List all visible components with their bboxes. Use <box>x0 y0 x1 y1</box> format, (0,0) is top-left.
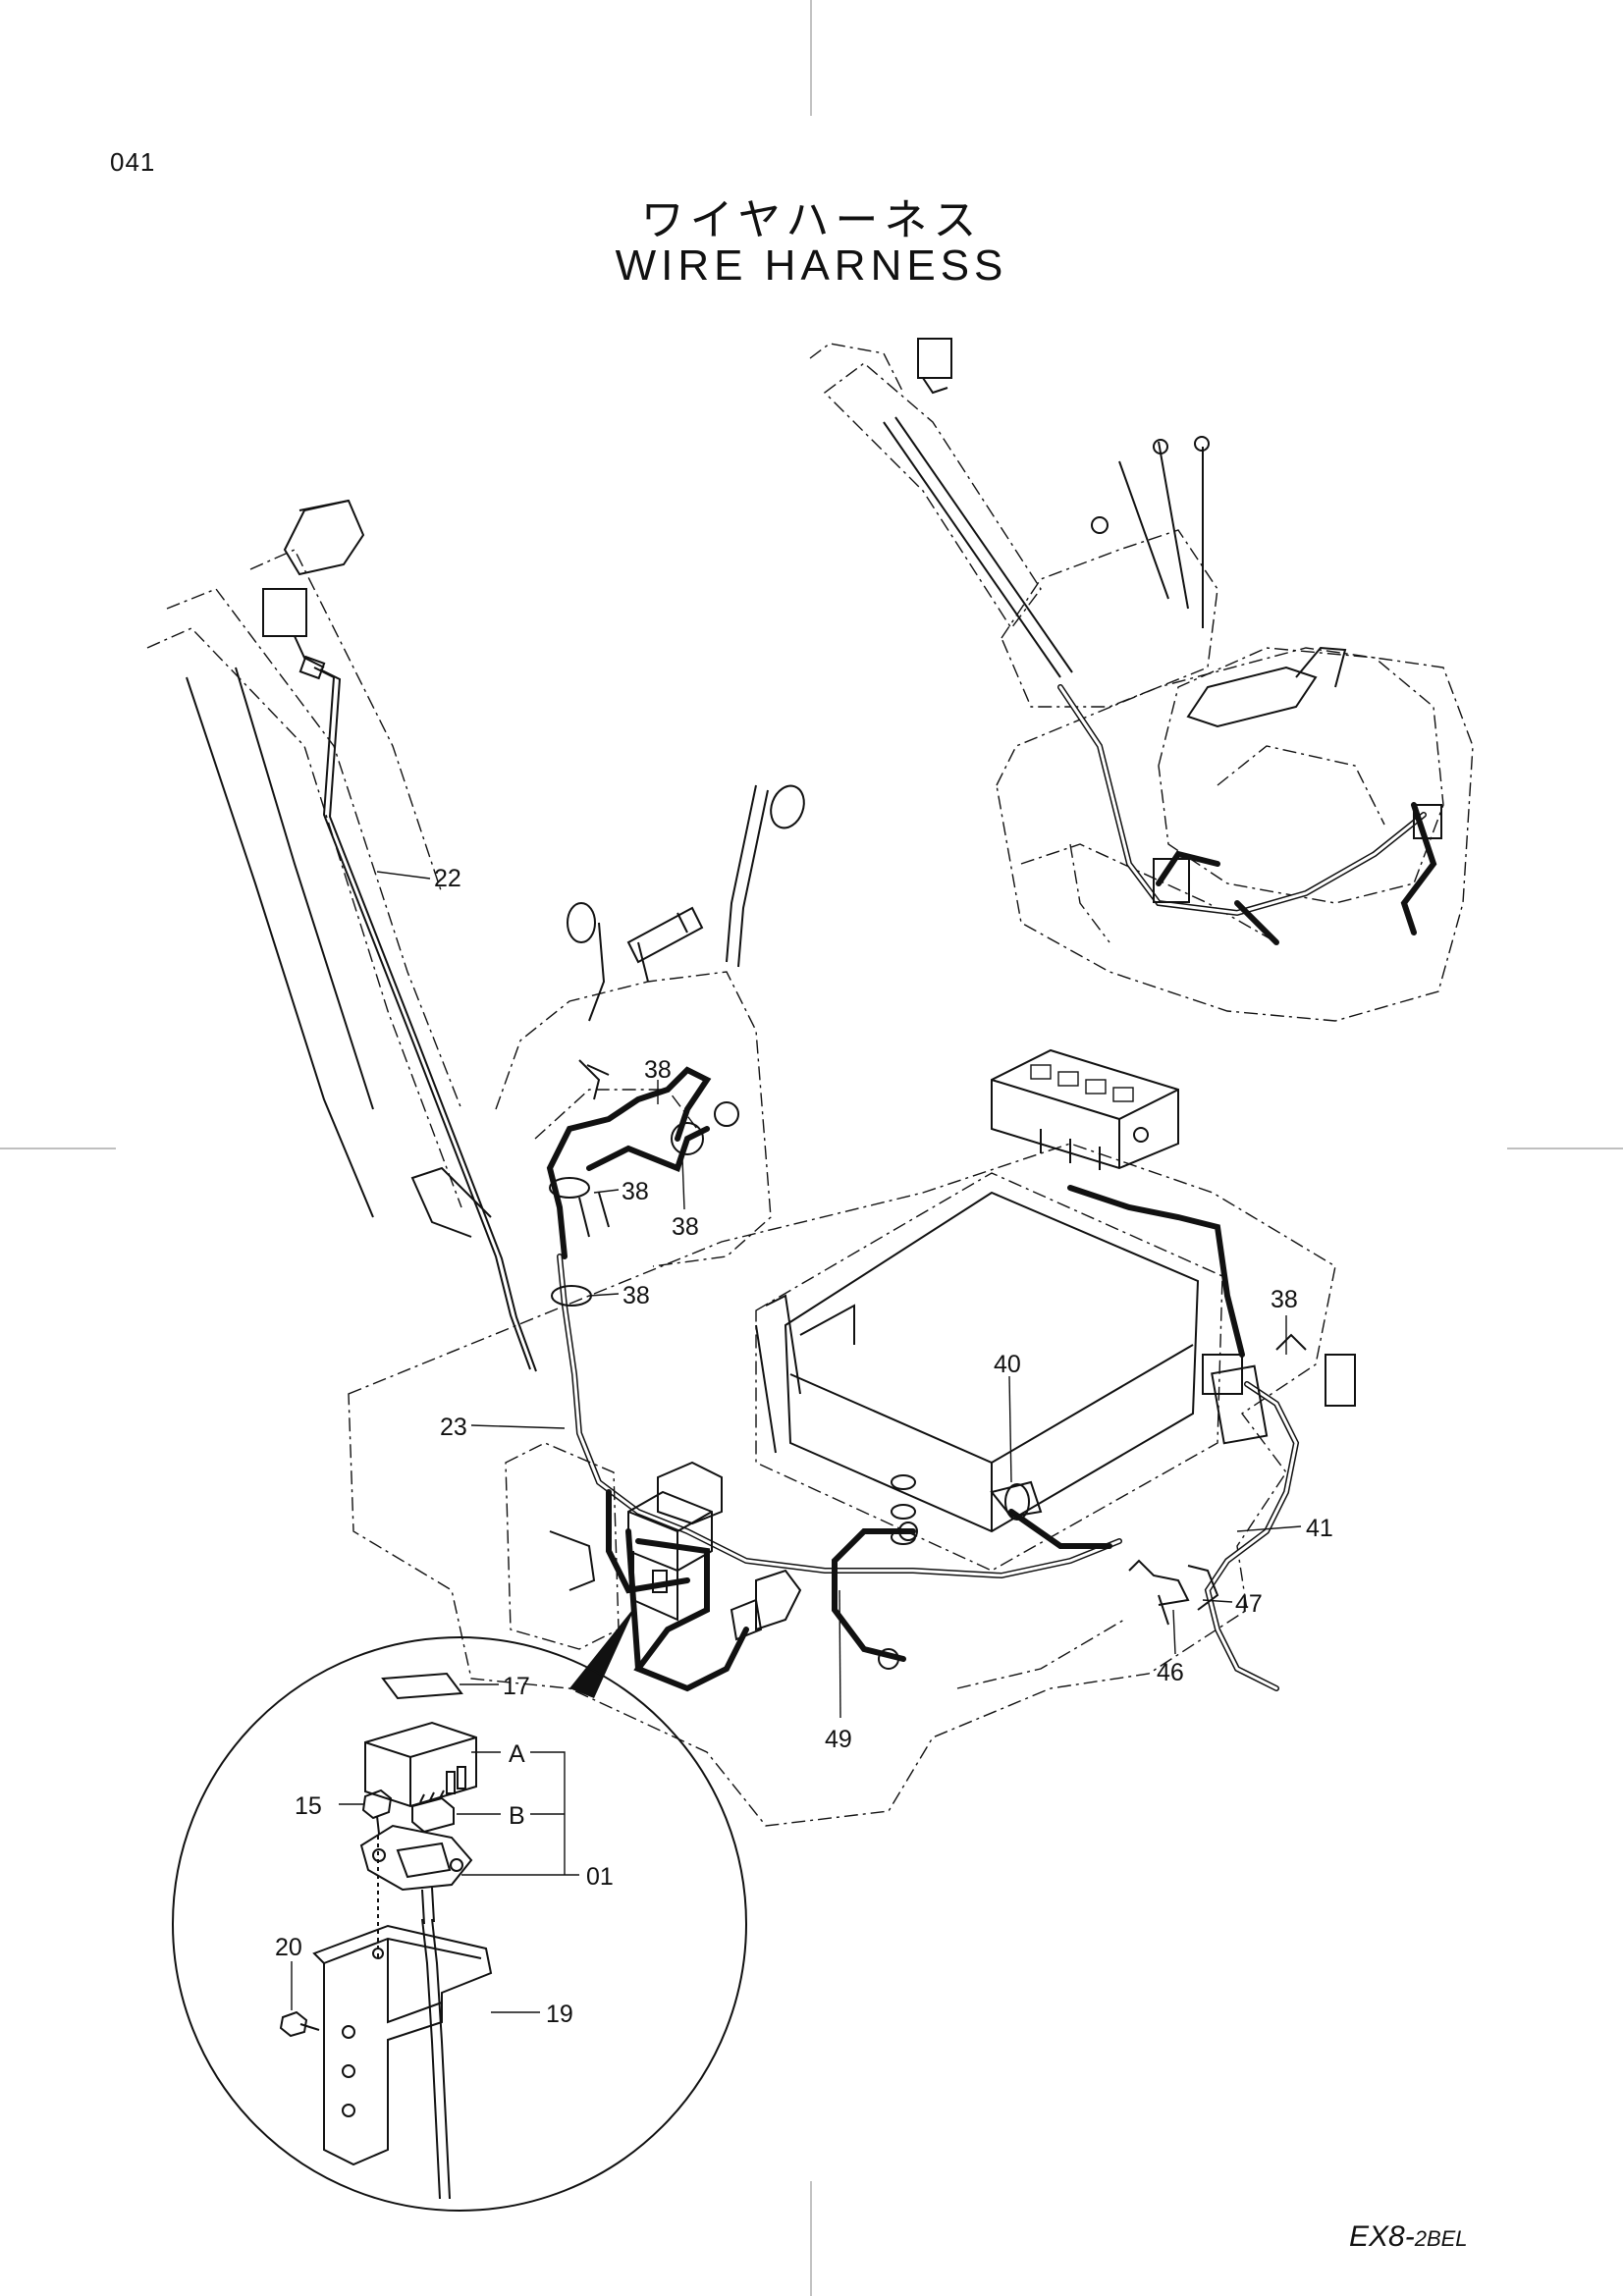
callout-38-low: 38 <box>672 1213 699 1241</box>
callout-a: A <box>509 1740 525 1768</box>
callout-labels: 22 23 38 38 38 38 38 40 41 46 47 49 17 A… <box>275 865 1333 2028</box>
model-suffix: 2BEL <box>1414 2226 1468 2251</box>
callout-38-mid: 38 <box>622 1178 649 1205</box>
callout-38-loom: 38 <box>622 1282 650 1309</box>
model-main: EX8- <box>1349 2220 1415 2253</box>
callout-b: B <box>509 1802 525 1830</box>
callout-15: 15 <box>295 1792 322 1820</box>
callout-19: 19 <box>546 2001 573 2028</box>
relay-assembly <box>505 1442 802 1698</box>
callout-49: 49 <box>825 1726 852 1753</box>
machine-overview-inset <box>809 338 1474 1022</box>
title-japanese: ワイヤハーネス <box>640 195 983 245</box>
callout-38-right: 38 <box>1271 1286 1298 1313</box>
callout-40: 40 <box>994 1351 1021 1378</box>
main-harness <box>546 1059 1356 1692</box>
callout-22: 22 <box>434 865 461 892</box>
callout-46: 46 <box>1157 1659 1184 1686</box>
base-plate-outline <box>348 1143 1336 1827</box>
page-number: 041 <box>110 147 156 177</box>
battery <box>755 1172 1223 1572</box>
callout-17: 17 <box>503 1673 530 1700</box>
callout-47: 47 <box>1235 1590 1263 1618</box>
model-code: EX8-2BEL <box>1349 2220 1468 2254</box>
callout-01: 01 <box>586 1863 614 1891</box>
callout-23: 23 <box>440 1414 467 1441</box>
callout-38-top: 38 <box>644 1056 672 1084</box>
detail-circle <box>172 1636 747 2212</box>
canopy-pillar <box>146 499 537 1372</box>
title-english: WIRE HARNESS <box>615 241 1008 290</box>
callout-41: 41 <box>1306 1515 1333 1542</box>
switch-bank <box>991 1048 1179 1170</box>
leader-lines <box>291 871 1302 2013</box>
callout-20: 20 <box>275 1934 302 1961</box>
operator-console <box>410 784 805 1267</box>
